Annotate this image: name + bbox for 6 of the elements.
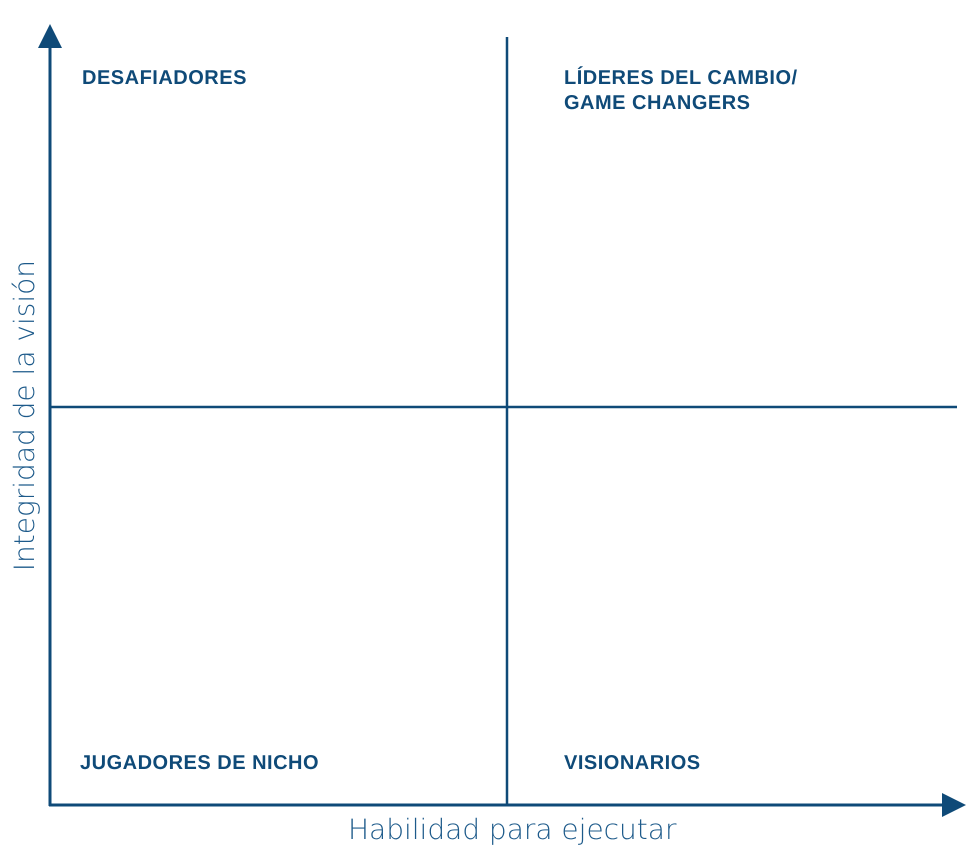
quadrant-title: JUGADORES DE NICHO xyxy=(80,751,320,776)
quadrant-title: DESAFIADORES xyxy=(82,66,248,91)
quadrant-title: VISIONARIOS xyxy=(564,751,702,776)
axis-title: Integridad de la visión xyxy=(8,260,41,571)
axis-title: Habilidad para ejecutar xyxy=(348,813,676,846)
quadrant-title: LÍDERES DEL CAMBIO/ GAME CHANGERS xyxy=(564,66,799,116)
